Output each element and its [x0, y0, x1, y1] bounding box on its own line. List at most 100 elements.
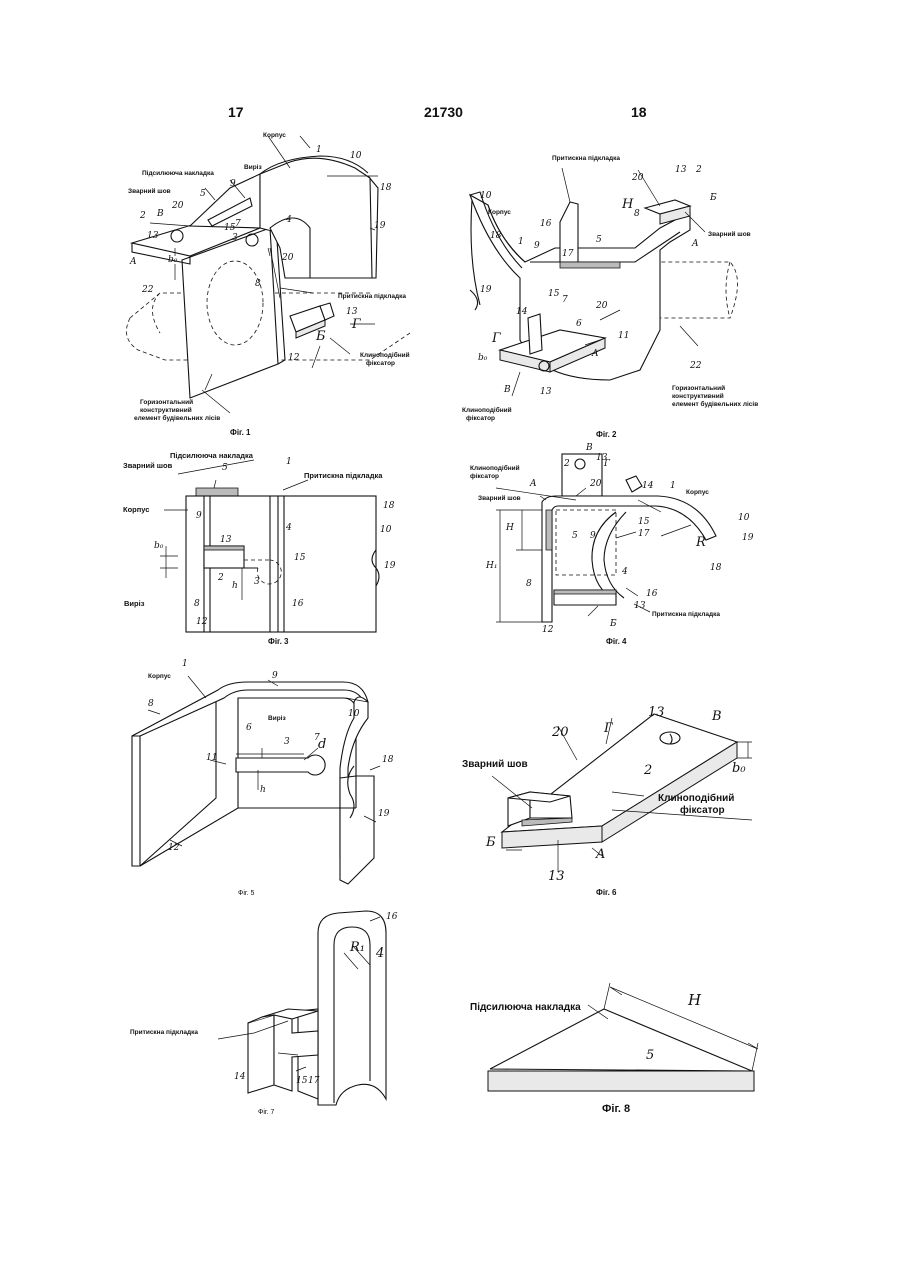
- fig2-num: 13: [540, 388, 551, 397]
- fig1-horiz-label-1: Горизонтальний: [140, 400, 193, 407]
- fig1-num: b₀: [168, 256, 177, 265]
- fig3-num: 9: [196, 512, 202, 521]
- fig6-num: 13: [548, 870, 565, 883]
- fig4-num: 5: [572, 532, 578, 541]
- fig1-num: 3: [232, 234, 238, 243]
- fig2-num: 8: [634, 210, 640, 219]
- fig4-num: 8: [526, 580, 532, 589]
- fig4-num: 10: [738, 514, 749, 523]
- fig5-num: 10: [348, 710, 359, 719]
- fig2-num: 20: [596, 302, 607, 311]
- fig2-horiz-label-2: конструктивний: [672, 394, 724, 401]
- figure-3: Підсилююча накладка Зварний шов Корпус П…: [118, 450, 418, 655]
- fig3-num: 10: [380, 526, 391, 535]
- fig1-klyno-label-2: фіксатор: [366, 361, 395, 368]
- fig7-num: R₁: [350, 941, 365, 954]
- fig4-num: 14: [642, 482, 653, 491]
- fig4-num: 18: [710, 564, 721, 573]
- fig1-num: A: [130, 258, 137, 267]
- fig7-num: 17: [308, 1077, 319, 1086]
- fig5-vyriz-label: Виріз: [268, 716, 286, 723]
- fig1-horiz-label-3: елемент будівельних лісів: [134, 416, 220, 423]
- fig1-num: 10: [350, 152, 361, 161]
- fig3-num: 13: [220, 536, 231, 545]
- fig4-num: 1: [670, 482, 676, 491]
- fig1-zvar-label: Зварний шов: [128, 189, 171, 196]
- fig3-num: b₀: [154, 542, 163, 551]
- fig2-num: A: [592, 350, 599, 359]
- figure-1: Корпус Підсилююча накладка Виріз Зварний…: [120, 128, 430, 448]
- fig1-num: Г: [352, 318, 361, 331]
- fig2-num: 16: [540, 220, 551, 229]
- fig1-num: 19: [374, 222, 385, 231]
- figure-4-caption: Фіг. 4: [606, 637, 626, 646]
- fig2-num: 10: [480, 192, 491, 201]
- fig4-num: A: [530, 480, 537, 489]
- figure-6: Зварний шов Клиноподібний фіксатор 13 B …: [462, 700, 762, 905]
- fig1-klyno-label-1: Клиноподібний: [360, 353, 410, 360]
- fig1-num: 13: [147, 232, 158, 241]
- fig4-prytysk-label: Притискна підкладка: [652, 612, 720, 619]
- fig4-num: 17: [638, 530, 649, 539]
- fig1-num: 12: [288, 354, 299, 363]
- fig1-num: 20: [172, 202, 183, 211]
- fig4-num: 12: [542, 626, 553, 635]
- fig1-num: 4: [286, 216, 292, 225]
- fig5-num: 6: [246, 724, 252, 733]
- fig5-num: 9: [272, 672, 278, 681]
- fig4-num: 2: [564, 460, 570, 469]
- fig2-num: 15: [548, 290, 559, 299]
- figure-8-caption: Фіг. 8: [602, 1103, 630, 1115]
- fig8-pidsyl-label: Підсилююча накладка: [470, 1003, 581, 1013]
- figure-3-caption: Фіг. 3: [268, 637, 288, 646]
- fig2-zvar-label: Зварний шов: [708, 232, 751, 239]
- fig8-num: 5: [646, 1049, 654, 1062]
- fig1-num: 18: [380, 184, 391, 193]
- fig1-num: 22: [142, 286, 153, 295]
- fig4-korpus-label: Корпус: [686, 490, 709, 497]
- fig2-num: b₀: [478, 354, 487, 363]
- fig2-num: 19: [480, 286, 491, 295]
- fig1-korpus-label: Корпус: [263, 133, 286, 140]
- fig4-num: 4: [622, 568, 628, 577]
- fig2-num: 13: [675, 166, 686, 175]
- fig1-num: Б: [316, 330, 326, 343]
- fig1-num: 8: [255, 280, 261, 289]
- fig5-korpus-label: Корпус: [148, 674, 171, 681]
- fig2-num: 14: [516, 308, 527, 317]
- fig2-num: 20: [632, 174, 643, 183]
- figure-7: Притискна підкладка 16 R₁ 4 14 15 17 Фіг…: [118, 905, 418, 1125]
- fig2-num: B: [504, 386, 511, 395]
- fig4-num: 15: [638, 518, 649, 527]
- fig4-num: R: [696, 536, 706, 549]
- fig2-num: 17: [562, 250, 573, 259]
- fig6-klyno-label-1: Клиноподібний: [658, 794, 734, 804]
- fig5-num: h: [260, 786, 266, 795]
- fig4-num: 20: [590, 480, 601, 489]
- right-page-number: 18: [631, 104, 647, 120]
- fig5-num: 18: [382, 756, 393, 765]
- figure-1-caption: Фіг. 1: [230, 428, 250, 437]
- fig4-num: B: [586, 444, 593, 453]
- fig5-num: 12: [168, 844, 179, 853]
- fig2-num: Г: [492, 332, 501, 345]
- fig6-num: A: [596, 848, 605, 861]
- fig3-num: h: [232, 582, 238, 591]
- fig3-pidsyl-label: Підсилююча накладка: [170, 452, 253, 460]
- fig3-num: 5: [222, 464, 228, 473]
- fig3-num: 8: [194, 600, 200, 609]
- figure-8-drawing: [462, 965, 762, 1120]
- fig4-num: H₁: [486, 562, 497, 571]
- fig3-prytysk-label: Притискна підкладка: [304, 472, 382, 480]
- fig3-num: 18: [383, 502, 394, 511]
- fig2-num: 5: [596, 236, 602, 245]
- fig3-num: 15: [294, 554, 305, 563]
- fig3-korpus-label: Корпус: [123, 506, 149, 514]
- fig6-num: B: [712, 710, 722, 723]
- fig5-num: 1: [182, 660, 188, 669]
- fig8-num: H: [688, 993, 701, 1008]
- fig2-num: 7: [562, 296, 568, 305]
- fig2-num: 6: [576, 320, 582, 329]
- fig6-num: 20: [552, 726, 569, 739]
- fig3-num: 16: [292, 600, 303, 609]
